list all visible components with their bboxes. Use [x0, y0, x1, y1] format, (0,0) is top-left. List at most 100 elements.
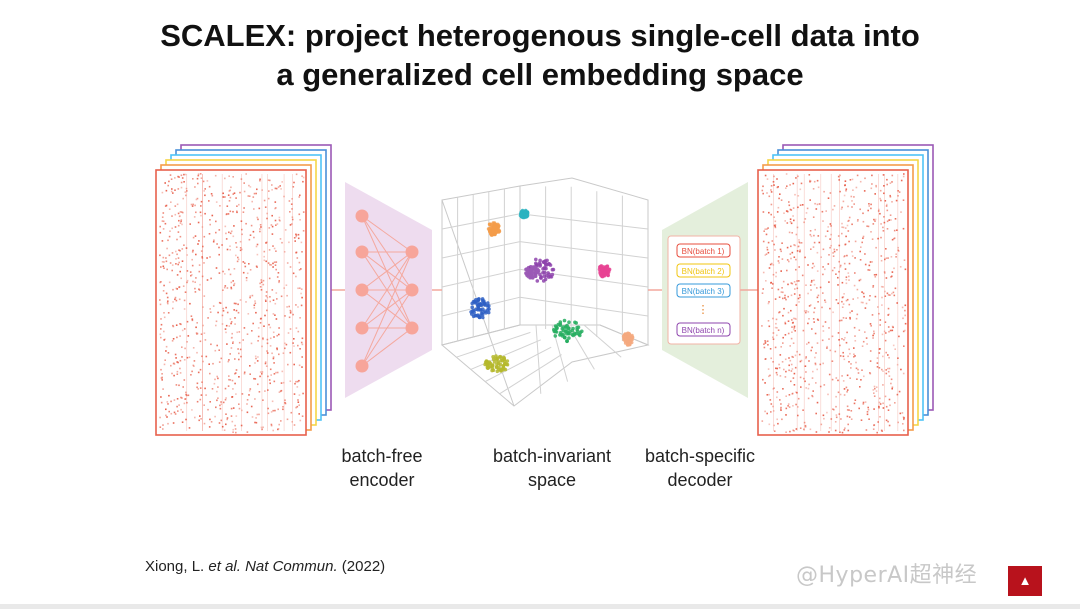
matrix-dot — [227, 194, 230, 196]
matrix-dot — [267, 412, 270, 415]
matrix-dot — [841, 431, 844, 434]
matrix-dot — [161, 378, 163, 380]
matrix-dot — [272, 299, 275, 301]
matrix-dot — [246, 399, 249, 401]
matrix-dot — [182, 285, 185, 287]
matrix-dot — [790, 294, 793, 297]
matrix-dot — [795, 403, 797, 406]
matrix-dot — [887, 307, 890, 310]
matrix-dot — [902, 372, 905, 375]
matrix-dot — [260, 279, 263, 281]
matrix-dot — [273, 336, 275, 338]
matrix-dot — [814, 228, 816, 231]
matrix-dot — [161, 216, 164, 218]
matrix-dot — [813, 265, 816, 268]
matrix-dot — [872, 337, 874, 339]
matrix-dot — [270, 224, 273, 226]
matrix-dot — [871, 174, 873, 177]
matrix-dot — [164, 205, 167, 207]
matrix-dot — [285, 343, 288, 346]
matrix-dot — [837, 302, 839, 305]
matrix-dot — [773, 424, 775, 427]
matrix-dot — [227, 213, 230, 215]
matrix-dot — [887, 370, 890, 373]
matrix-dot — [165, 257, 167, 259]
matrix-dot — [860, 419, 863, 421]
matrix-dot — [792, 321, 794, 324]
matrix-dot — [162, 220, 165, 223]
matrix-dot — [298, 261, 301, 264]
matrix-dot — [764, 340, 767, 343]
matrix-dot — [776, 396, 778, 399]
matrix-dot — [856, 288, 859, 291]
matrix-dot — [811, 328, 813, 330]
matrix-dot — [852, 189, 854, 191]
matrix-dot — [295, 304, 297, 306]
matrix-dot — [824, 268, 826, 271]
matrix-dot — [788, 406, 791, 408]
matrix-dot — [855, 361, 857, 364]
matrix-dot — [884, 321, 887, 323]
matrix-dot — [767, 344, 769, 346]
encoder-node — [355, 359, 369, 373]
matrix-dot — [254, 302, 257, 305]
matrix-dot — [175, 384, 178, 386]
matrix-dot — [278, 280, 280, 282]
matrix-dot — [300, 292, 302, 295]
matrix-dot — [800, 359, 803, 362]
matrix-dot — [286, 262, 289, 264]
matrix-dot — [885, 419, 888, 422]
matrix-dot — [868, 299, 871, 301]
matrix-dot — [861, 291, 863, 293]
matrix-dot — [165, 260, 168, 263]
matrix-dot — [837, 235, 840, 237]
matrix-dot — [902, 416, 905, 418]
matrix-dot — [849, 352, 851, 355]
matrix-dot — [830, 418, 833, 420]
matrix-dot — [259, 322, 262, 324]
matrix-dot — [293, 181, 295, 184]
matrix-dot — [264, 361, 267, 363]
matrix-dot — [222, 270, 224, 273]
matrix-dot — [799, 427, 802, 429]
matrix-dot — [265, 295, 268, 297]
matrix-dot — [168, 281, 171, 284]
cluster-cell — [490, 368, 494, 373]
matrix-dot — [832, 311, 834, 314]
matrix-dot — [276, 371, 279, 374]
matrix-dot — [300, 341, 303, 344]
matrix-dot — [230, 230, 233, 233]
matrix-dot — [838, 339, 840, 341]
matrix-dot — [294, 382, 296, 385]
matrix-dot — [859, 278, 862, 281]
matrix-dot — [231, 379, 234, 382]
matrix-dot — [185, 194, 187, 197]
matrix-dot — [168, 180, 170, 183]
matrix-dot — [179, 211, 182, 213]
matrix-dot — [236, 205, 238, 207]
matrix-dot — [839, 319, 841, 322]
matrix-dot — [780, 291, 783, 293]
matrix-dot — [868, 264, 871, 267]
matrix-dot — [894, 402, 896, 404]
matrix-dot — [847, 355, 849, 358]
matrix-dot — [294, 240, 296, 242]
matrix-dot — [819, 385, 822, 388]
matrix-dot — [170, 364, 172, 367]
cluster-cell — [523, 209, 528, 214]
matrix-dot — [168, 394, 170, 397]
matrix-dot — [268, 190, 270, 192]
matrix-dot — [222, 401, 225, 404]
matrix-dot — [839, 174, 841, 177]
matrix-dot — [885, 369, 887, 371]
matrix-dot — [878, 208, 880, 211]
matrix-dot — [857, 297, 859, 299]
matrix-dot — [223, 429, 226, 431]
matrix-dot — [873, 332, 875, 335]
matrix-dot — [853, 402, 856, 405]
matrix-dot — [193, 360, 196, 362]
cluster-cell — [565, 339, 569, 343]
matrix-dot — [887, 354, 889, 356]
matrix-dot — [234, 428, 237, 430]
cluster-cell — [533, 266, 538, 271]
